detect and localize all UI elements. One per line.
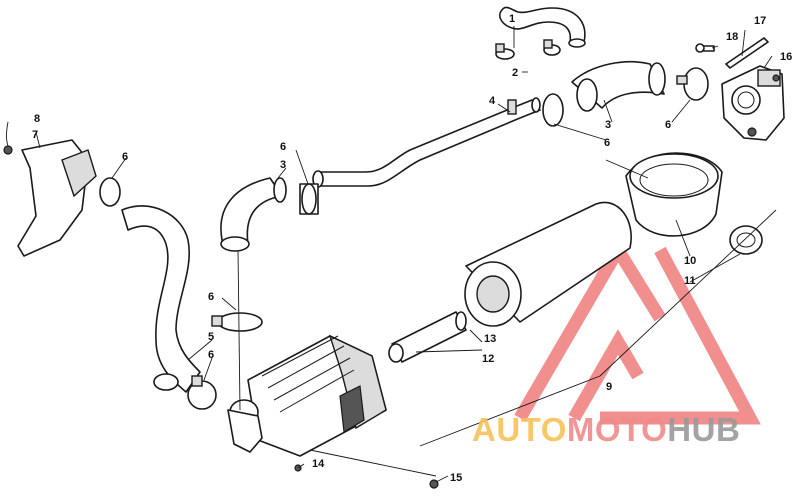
callout-6-lower: 6 xyxy=(208,291,214,303)
airbox-bracket xyxy=(3,139,97,257)
watermark-auto: AUTO xyxy=(472,411,567,448)
small-clamps xyxy=(495,39,561,60)
middle-elbow-hose xyxy=(220,177,287,252)
callout-4: 4 xyxy=(489,95,496,107)
bracket-bar xyxy=(695,37,769,69)
main-filter-element xyxy=(464,201,632,327)
callout-9: 9 xyxy=(606,381,612,393)
callout-7: 7 xyxy=(32,129,38,141)
upper-elbow-hose xyxy=(571,61,666,112)
callout-6-middle: 6 xyxy=(280,141,286,153)
callout-10: 10 xyxy=(684,255,696,267)
main-s-hose xyxy=(121,205,201,393)
watermark-hub: HUB xyxy=(667,411,741,448)
callout-15: 15 xyxy=(450,472,462,484)
callout-11: 11 xyxy=(684,275,696,287)
pre-filter xyxy=(388,311,467,363)
callout-1: 1 xyxy=(509,13,515,25)
throttle-body xyxy=(721,65,785,141)
upper-clamps xyxy=(542,67,709,127)
callout-6-center: 6 xyxy=(604,137,610,149)
callout-14: 14 xyxy=(312,458,325,470)
callout-6-right: 6 xyxy=(665,119,671,131)
cover-cap xyxy=(729,225,763,255)
upper-breather-hose xyxy=(499,6,586,48)
callout-2: 2 xyxy=(512,67,518,79)
callout-16: 16 xyxy=(780,51,792,63)
callout-18: 18 xyxy=(726,31,738,43)
callout-3-upper: 3 xyxy=(605,119,611,131)
callout-5: 5 xyxy=(208,331,214,343)
callout-6-left: 6 xyxy=(122,151,128,163)
callout-labels: 1 2 3 3 4 5 6 6 6 6 6 6 7 8 9 10 11 12 1… xyxy=(32,13,792,484)
long-intake-tube xyxy=(312,97,541,188)
callout-8: 8 xyxy=(34,113,40,125)
callout-6-bottom: 6 xyxy=(208,349,214,361)
callout-3-middle: 3 xyxy=(280,159,286,171)
callout-17: 17 xyxy=(754,15,766,27)
lower-clamps xyxy=(187,312,263,410)
airbox-housing xyxy=(227,334,439,489)
left-clamp xyxy=(99,177,121,207)
callout-12: 12 xyxy=(482,353,494,365)
filter-cover xyxy=(625,152,723,237)
watermark-text: AUTOMOTOHUB xyxy=(472,413,740,446)
watermark-moto: MOTO xyxy=(566,411,668,448)
coupler-ring xyxy=(299,183,319,215)
callout-13: 13 xyxy=(484,333,496,345)
leader-lines xyxy=(6,26,777,483)
